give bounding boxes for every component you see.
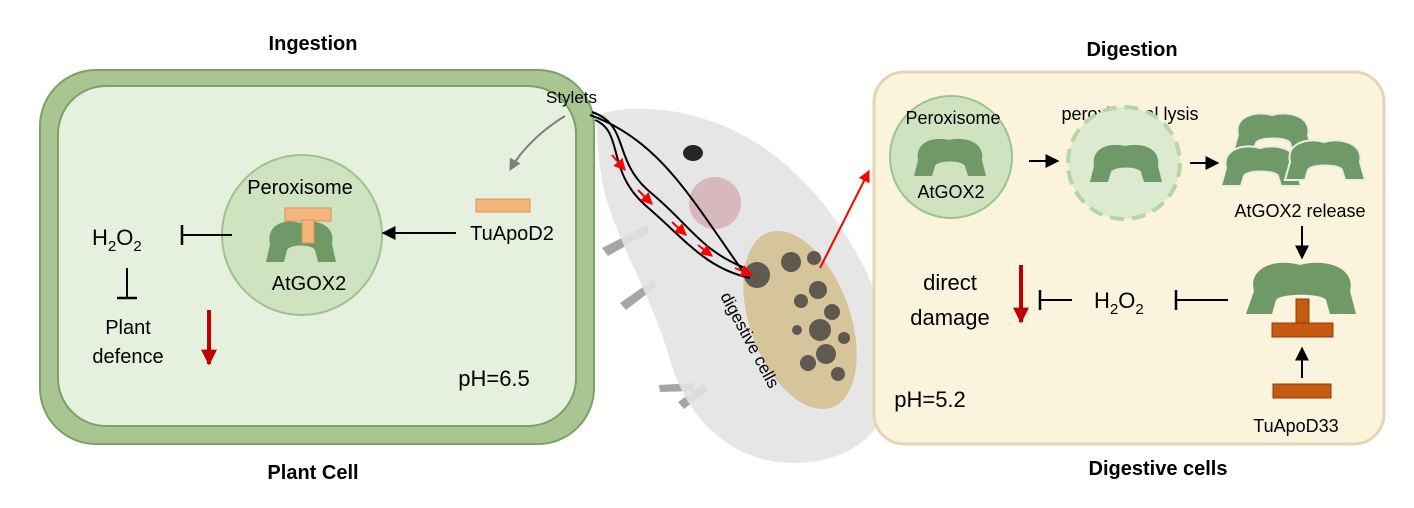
mite-eye: [683, 145, 703, 161]
stylet-injection-arrow: [509, 115, 566, 172]
digestive-atgox2-enzyme: [914, 138, 986, 176]
stylet-canal-bottom: [594, 119, 751, 279]
lysis-atgox2-enzyme: [1090, 144, 1162, 182]
mite-gland: [689, 177, 741, 229]
plant-tuapod2-free: [475, 198, 531, 213]
plant-peroxisome-label: Peroxisome: [247, 177, 353, 199]
plant-h2o2: H2O2: [92, 225, 142, 255]
digestion-title: Digestion: [1086, 39, 1177, 61]
free-tuapod33: [1272, 383, 1332, 399]
plant-defence-label-1: Plant: [105, 317, 151, 339]
stylet-outer: [589, 114, 743, 271]
digestive-h2o2: H2O2: [1094, 288, 1144, 318]
ingestion-title: Ingestion: [269, 33, 358, 55]
direct-damage-label-2: damage: [910, 305, 990, 330]
bound-tuapod33-bar: [1271, 322, 1334, 338]
direct-damage-label-1: direct: [923, 270, 977, 295]
plant-atgox2-enzyme: [266, 221, 336, 262]
plant-atgox2-label: AtGOX2: [272, 273, 346, 295]
tuapod33-label: TuApoD33: [1253, 416, 1338, 436]
bound-tuapod33-stem: [1295, 298, 1310, 325]
atgox2-release-label: AtGOX2 release: [1234, 201, 1365, 221]
digestive-peroxisome-label: Peroxisome: [905, 108, 1000, 128]
to-digestion-arrow: [819, 169, 870, 269]
released-atgox2-cluster: [1219, 112, 1367, 187]
bound-atgox2-enzyme: [1246, 262, 1356, 314]
plant-defence-label-2: defence: [92, 346, 163, 368]
digestive-ph: pH=5.2: [894, 387, 966, 412]
stylet-flow-arrows: [611, 154, 754, 277]
mite-digestive-vesicles: [744, 251, 850, 381]
plant-ph: pH=6.5: [458, 366, 530, 391]
plant-cell-caption: Plant Cell: [267, 462, 358, 484]
stylets-label: Stylets: [546, 88, 597, 107]
digestive-atgox2-label: AtGOX2: [917, 182, 984, 202]
plant-tuapod2-label: TuApoD2: [470, 223, 554, 245]
mite-digestive-organ: [743, 230, 857, 410]
plant-tuapod2-bound-stem: [301, 219, 315, 244]
plant-tuapod2-bound-top: [284, 207, 332, 222]
digestive-cells-caption: Digestive cells: [1089, 458, 1228, 480]
